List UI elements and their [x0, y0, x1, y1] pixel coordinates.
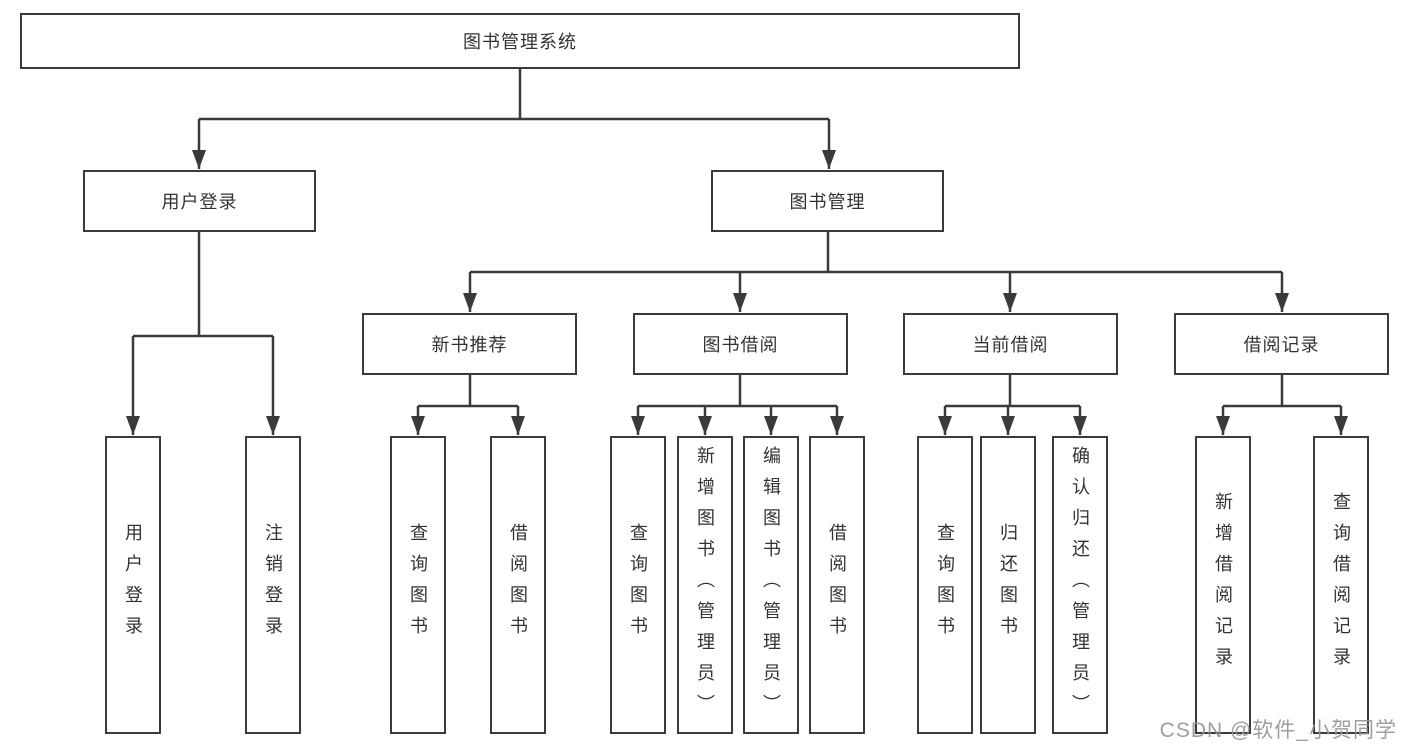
connector-current-borrowing-trunk: [945, 375, 1080, 408]
leaf-borrow-books-recommend: 借阅图书: [490, 436, 546, 734]
node-label: 用户登录: [123, 523, 143, 647]
node-label: 新增借阅记录: [1213, 492, 1233, 678]
node-label: 当前借阅: [972, 335, 1049, 355]
leaf-user-login: 用户登录: [105, 436, 161, 734]
node-label: 编辑图书（管理员）: [761, 445, 781, 725]
connector-book-borrowing-trunk: [638, 375, 837, 408]
csdn-watermark: CSDN @软件_小贺同学: [1159, 719, 1397, 742]
node-label: 确认归还（管理员）: [1070, 445, 1090, 725]
connector-user-login-trunk: [133, 232, 273, 338]
connector-root-trunk: [199, 69, 829, 121]
connector-borrowing-records-trunk: [1223, 375, 1341, 408]
node-label: 借阅图书: [508, 523, 528, 647]
leaf-query-books-borrowing: 查询图书: [610, 436, 666, 734]
leaf-borrow-books-borrowing: 借阅图书: [809, 436, 865, 734]
leaf-return-book: 归还图书: [980, 436, 1036, 734]
leaf-add-borrow-record: 新增借阅记录: [1195, 436, 1251, 734]
node-current-borrowing: 当前借阅: [903, 313, 1118, 375]
node-new-book-recommend: 新书推荐: [362, 313, 577, 375]
node-label: 归还图书: [998, 523, 1018, 647]
leaf-add-book-admin: 新增图书（管理员）: [677, 436, 733, 734]
connector-new-book-recommend-trunk: [418, 375, 518, 408]
leaf-query-books-current: 查询图书: [917, 436, 973, 734]
node-book-management: 图书管理: [711, 170, 944, 232]
node-library-management-system: 图书管理系统: [20, 13, 1020, 69]
node-label: 查询图书: [408, 523, 428, 647]
node-label: 新书推荐: [431, 335, 508, 355]
node-label: 查询借阅记录: [1331, 492, 1351, 678]
node-label: 用户登录: [161, 192, 238, 212]
node-user-login: 用户登录: [83, 170, 316, 232]
leaf-logout: 注销登录: [245, 436, 301, 734]
node-label: 借阅记录: [1243, 335, 1320, 355]
node-label: 查询图书: [628, 523, 648, 647]
node-borrowing-records: 借阅记录: [1174, 313, 1389, 375]
node-label: 图书借阅: [702, 335, 779, 355]
leaf-query-borrow-record: 查询借阅记录: [1313, 436, 1369, 734]
node-label: 图书管理: [789, 192, 866, 212]
leaf-edit-book-admin: 编辑图书（管理员）: [743, 436, 799, 734]
node-label: 图书管理系统: [463, 32, 577, 52]
node-label: 注销登录: [263, 523, 283, 647]
node-label: 新增图书（管理员）: [695, 445, 715, 725]
node-label: 借阅图书: [827, 523, 847, 647]
leaf-query-books-recommend: 查询图书: [390, 436, 446, 734]
node-label: 查询图书: [935, 523, 955, 647]
connector-book-management-trunk: [470, 232, 1282, 274]
node-book-borrowing: 图书借阅: [633, 313, 848, 375]
leaf-confirm-return-admin: 确认归还（管理员）: [1052, 436, 1108, 734]
